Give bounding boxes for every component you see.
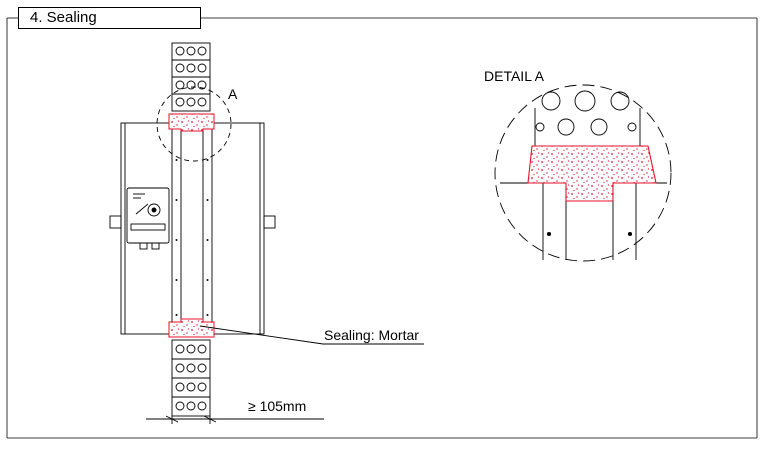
sealing-callout: Sealing: Mortar: [324, 327, 419, 343]
section-title: 4. Sealing: [18, 7, 201, 29]
detail-reference-circle: [156, 86, 232, 162]
sealing-leader-line: [199, 325, 424, 345]
brick-wall-top: [171, 42, 211, 112]
fire-damper: [109, 122, 276, 335]
detail-reference-label: A: [228, 86, 238, 102]
wall-thickness-dimension: [146, 415, 324, 424]
detail-mortar: [527, 145, 657, 202]
wall-thickness-label: ≥ 105mm: [248, 398, 306, 414]
sealing-mortar-bottom: [168, 318, 215, 338]
actuator-icon: [126, 187, 170, 250]
brick-wall-bottom: [171, 339, 211, 417]
detail-a-view: [494, 84, 672, 262]
drawing-frame: [6, 17, 758, 439]
detail-a-title: DETAIL A: [484, 68, 545, 84]
sealing-mortar-top: [168, 113, 215, 132]
